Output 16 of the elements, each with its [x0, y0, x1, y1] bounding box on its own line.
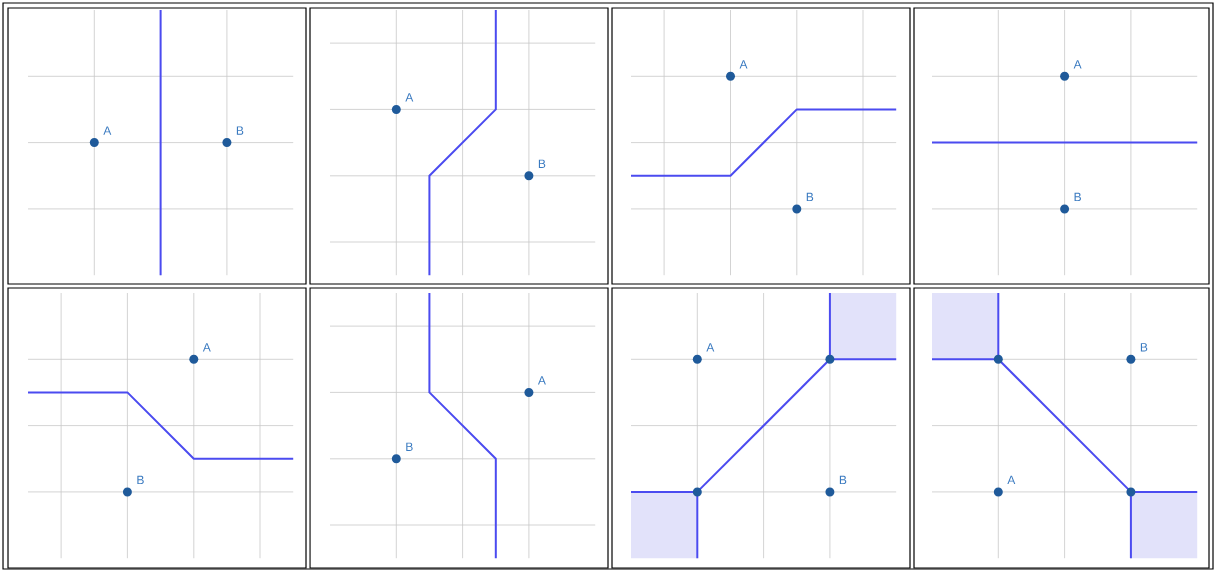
point-label: B	[1140, 343, 1148, 352]
point-label: B	[1074, 192, 1081, 202]
point-label: B	[406, 442, 413, 451]
point-label: B	[839, 475, 847, 485]
point-label: B	[538, 159, 546, 168]
point-label: B	[137, 475, 144, 485]
point-label: A	[202, 343, 211, 352]
point-label: A	[405, 93, 414, 102]
point-label: A	[706, 343, 715, 352]
point-label: B	[236, 126, 244, 135]
point-label: A	[1073, 60, 1082, 69]
point-label: B	[806, 192, 814, 202]
point-label: A	[103, 126, 112, 135]
point-label: A	[537, 376, 546, 385]
point-label: A	[739, 60, 748, 69]
point-label: A	[1007, 475, 1016, 485]
